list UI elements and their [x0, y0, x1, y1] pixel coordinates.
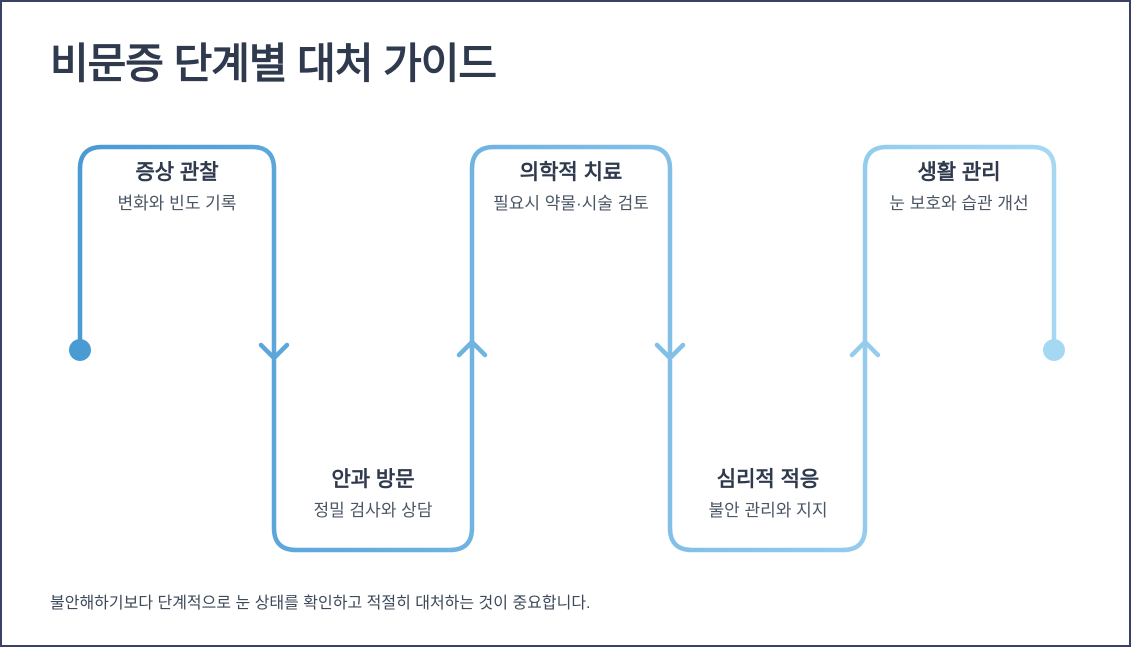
step-subtitle: 불안 관리와 지지	[708, 501, 828, 520]
step-title: 생활 관리	[917, 161, 1001, 184]
step-title: 안과 방문	[331, 468, 415, 491]
step-lifestyle-management: 생활 관리 눈 보호와 습관 개선	[859, 159, 1059, 215]
step-eye-clinic-visit: 안과 방문 정밀 검사와 상담	[273, 466, 473, 522]
step-subtitle: 정밀 검사와 상담	[313, 501, 433, 520]
step-medical-treatment: 의학적 치료 필요시 약물·시술 검토	[471, 159, 671, 215]
arrow-up-1-icon	[456, 339, 488, 358]
end-dot	[1043, 339, 1065, 361]
start-dot	[69, 339, 91, 361]
step-subtitle: 필요시 약물·시술 검토	[493, 194, 649, 213]
step-title: 심리적 적응	[716, 468, 820, 491]
step-psychological-adjustment: 심리적 적응 불안 관리와 지지	[668, 466, 868, 522]
page-title: 비문증 단계별 대처 가이드	[50, 40, 497, 87]
step-subtitle: 눈 보호와 습관 개선	[889, 194, 1029, 213]
arrow-down-1-icon	[258, 342, 290, 361]
footer-note: 불안해하기보다 단계적으로 눈 상태를 확인하고 적절히 대처하는 것이 중요합…	[50, 595, 591, 612]
step-title: 증상 관찰	[135, 161, 219, 184]
arrow-down-2-icon	[654, 342, 686, 361]
step-title: 의학적 치료	[519, 161, 623, 184]
step-symptom-observation: 증상 관찰 변화와 빈도 기록	[77, 159, 277, 215]
arrow-up-2-icon	[849, 339, 881, 358]
step-subtitle: 변화와 빈도 기록	[117, 194, 237, 213]
